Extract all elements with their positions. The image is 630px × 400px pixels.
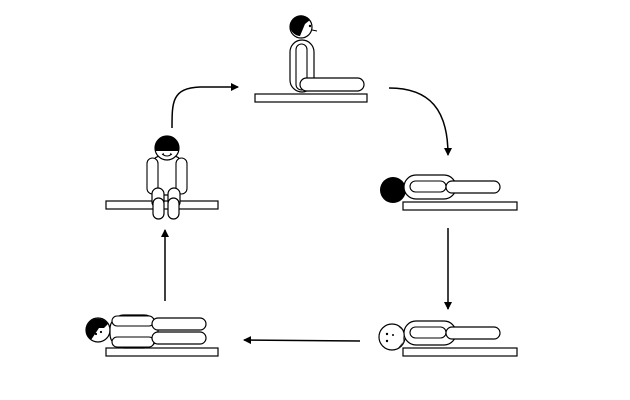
arrow-5-to-1 bbox=[171, 83, 239, 129]
lower-leg-4 bbox=[151, 331, 207, 345]
arrow-3-to-4 bbox=[243, 336, 361, 345]
arm-2 bbox=[409, 180, 447, 193]
head-2 bbox=[380, 177, 406, 203]
arm-3 bbox=[409, 326, 447, 339]
legs-3 bbox=[445, 326, 501, 340]
bed-platform-3 bbox=[402, 347, 518, 357]
head-3 bbox=[378, 323, 406, 351]
arrow-1-to-2 bbox=[388, 87, 452, 156]
stage-5-sitting-front bbox=[105, 135, 219, 220]
upper-arm-4 bbox=[111, 315, 155, 327]
legs-1 bbox=[299, 77, 365, 92]
left-leg-5 bbox=[152, 197, 165, 220]
bed-platform-1 bbox=[254, 93, 368, 103]
stage-2-lying-back bbox=[380, 174, 518, 211]
legs-2 bbox=[445, 180, 501, 194]
stage-3-lying-face-up bbox=[378, 320, 518, 357]
lower-arm-4 bbox=[111, 336, 155, 348]
stage-1-sitting-side bbox=[254, 15, 368, 103]
right-arm-5 bbox=[175, 157, 188, 195]
bed-platform-4 bbox=[105, 347, 219, 357]
hair-5 bbox=[155, 136, 179, 151]
upper-leg-4 bbox=[151, 317, 207, 331]
bed-platform-2 bbox=[402, 201, 518, 211]
right-leg-5 bbox=[167, 197, 180, 220]
stage-4-lying-side bbox=[85, 314, 219, 357]
hair-4 bbox=[85, 318, 108, 340]
hair-1 bbox=[289, 15, 310, 37]
